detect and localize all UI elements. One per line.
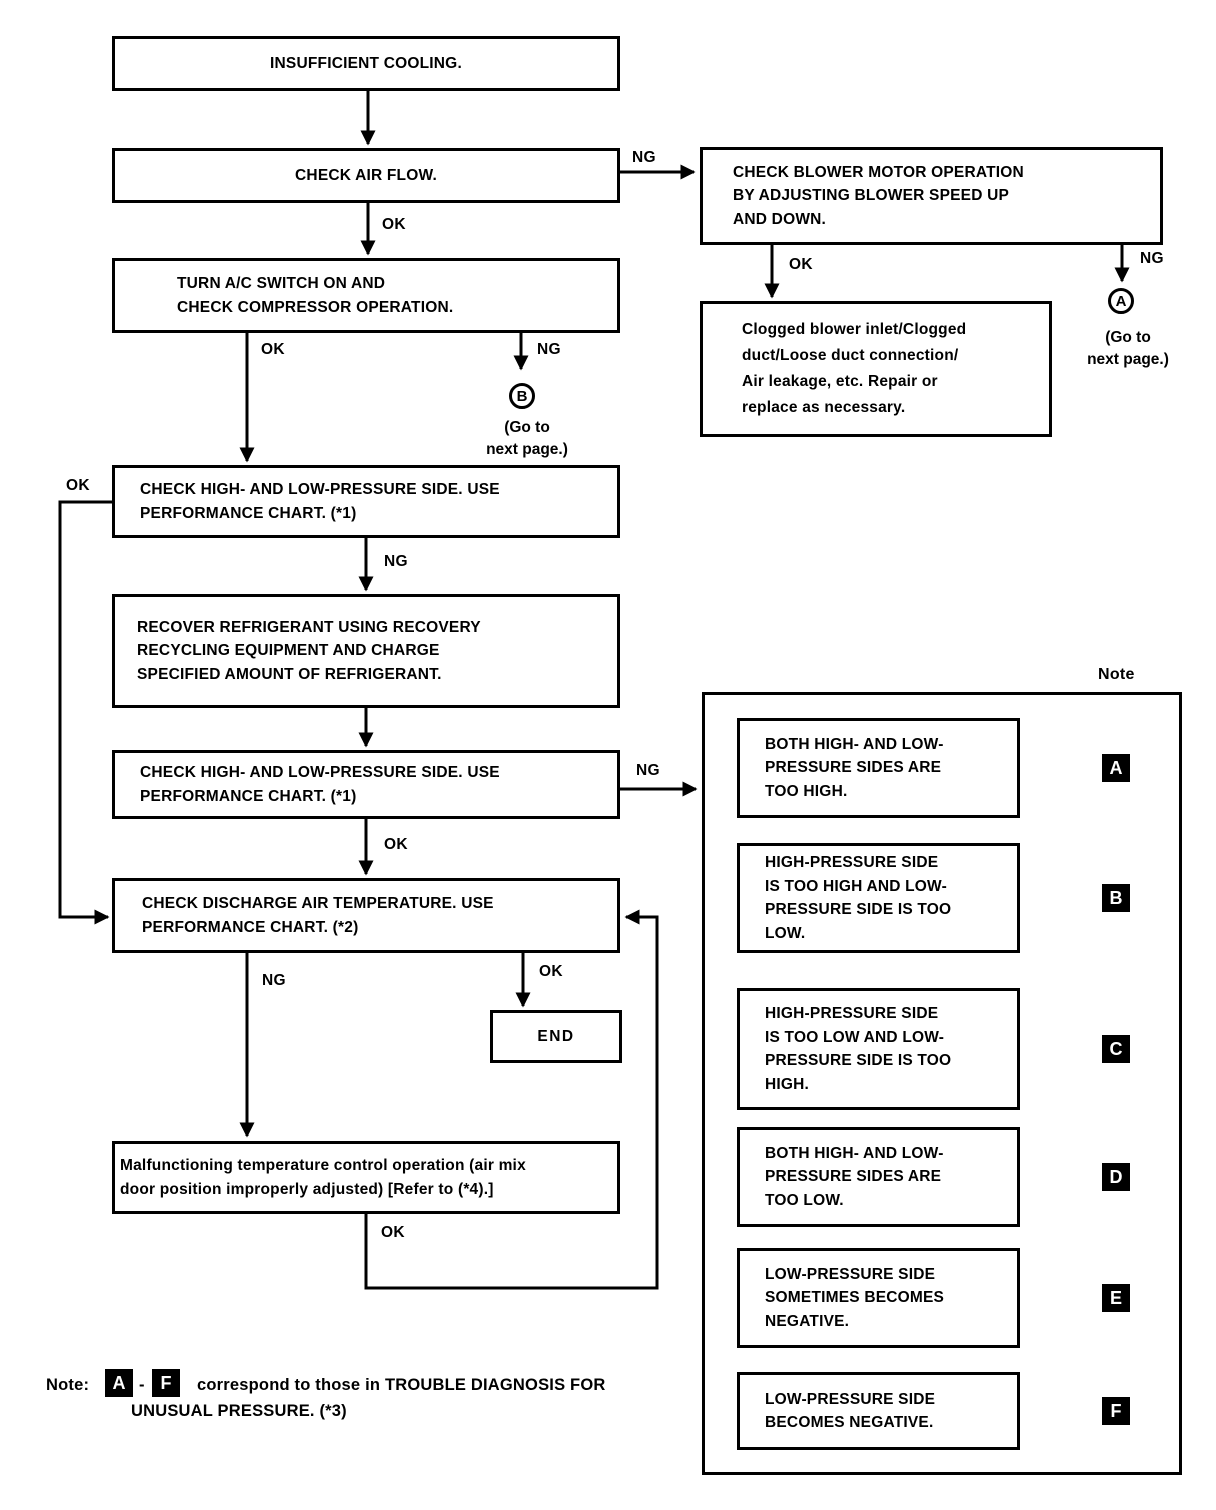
edge-label-blower-ng: NG <box>1140 250 1164 267</box>
edge-label-airflow-ng: NG <box>632 149 656 166</box>
conn-pressure1-ok-loop-to-discharge <box>58 500 112 925</box>
node-end: END <box>490 1010 622 1063</box>
footnote-tag-f: F <box>152 1369 180 1397</box>
note-panel-label: Note <box>1098 666 1135 683</box>
note-item-e: LOW-PRESSURE SIDE SOMETIMES BECOMES NEGA… <box>737 1248 1020 1348</box>
node-insufficient-cooling: INSUFFICIENT COOLING. <box>112 36 620 91</box>
edge-label-discharge-ok: OK <box>539 963 563 980</box>
connector-circle-a: A <box>1108 288 1134 314</box>
goto-next-page-b: (Go to next page.) <box>486 419 568 458</box>
note-tag-a: A <box>1102 754 1130 782</box>
note-tag-d: D <box>1102 1163 1130 1191</box>
edge-label-airflow-ok: OK <box>382 216 406 233</box>
note-item-b: HIGH-PRESSURE SIDE IS TOO HIGH AND LOW- … <box>737 843 1020 953</box>
node-turn-ac-switch: TURN A/C SWITCH ON AND CHECK COMPRESSOR … <box>112 258 620 333</box>
edge-label-pressure1-ng: NG <box>384 553 408 570</box>
note-tag-b: B <box>1102 884 1130 912</box>
conn-malfunction-ok-loop-to-discharge <box>364 909 659 1290</box>
footnote-dash: - <box>139 1376 145 1394</box>
node-check-discharge: CHECK DISCHARGE AIR TEMPERATURE. USE PER… <box>112 878 620 953</box>
note-tag-e: E <box>1102 1284 1130 1312</box>
footnote-line2: UNUSUAL PRESSURE. (*3) <box>131 1402 347 1420</box>
note-tag-c: C <box>1102 1035 1130 1063</box>
note-item-c: HIGH-PRESSURE SIDE IS TOO LOW AND LOW- P… <box>737 988 1020 1110</box>
connector-circle-b: B <box>509 383 535 409</box>
node-malfunctioning: Malfunctioning temperature control opera… <box>112 1141 620 1214</box>
node-check-air-flow: CHECK AIR FLOW. <box>112 148 620 203</box>
note-item-f: LOW-PRESSURE SIDE BECOMES NEGATIVE. <box>737 1372 1020 1450</box>
note-item-d: BOTH HIGH- AND LOW- PRESSURE SIDES ARE T… <box>737 1127 1020 1227</box>
edge-label-pressure2-ok: OK <box>384 836 408 853</box>
goto-next-page-a: (Go to next page.) <box>1087 329 1169 368</box>
node-recover-refrigerant: RECOVER REFRIGERANT USING RECOVERY RECYC… <box>112 594 620 708</box>
footnote-prefix: Note: <box>46 1376 90 1394</box>
node-clogged-blower: Clogged blower inlet/Clogged duct/Loose … <box>700 301 1052 437</box>
edge-label-blower-ok: OK <box>789 256 813 273</box>
node-check-blower-motor: CHECK BLOWER MOTOR OPERATION BY ADJUSTIN… <box>700 147 1163 245</box>
edge-label-acswitch-ok: OK <box>261 341 285 358</box>
edge-label-acswitch-ng: NG <box>537 341 561 358</box>
footnote-tag-a: A <box>105 1369 133 1397</box>
edge-label-discharge-ng: NG <box>262 972 286 989</box>
edge-label-malfunction-ok: OK <box>381 1224 405 1241</box>
footnote-line1: correspond to those in TROUBLE DIAGNOSIS… <box>197 1376 606 1394</box>
edge-label-pressure2-ng: NG <box>636 762 660 779</box>
note-tag-f: F <box>1102 1397 1130 1425</box>
edge-label-pressure1-ok-loop: OK <box>66 477 90 494</box>
node-check-pressure-1: CHECK HIGH- AND LOW-PRESSURE SIDE. USE P… <box>112 465 620 538</box>
note-item-a: BOTH HIGH- AND LOW- PRESSURE SIDES ARE T… <box>737 718 1020 818</box>
node-check-pressure-2: CHECK HIGH- AND LOW-PRESSURE SIDE. USE P… <box>112 750 620 819</box>
